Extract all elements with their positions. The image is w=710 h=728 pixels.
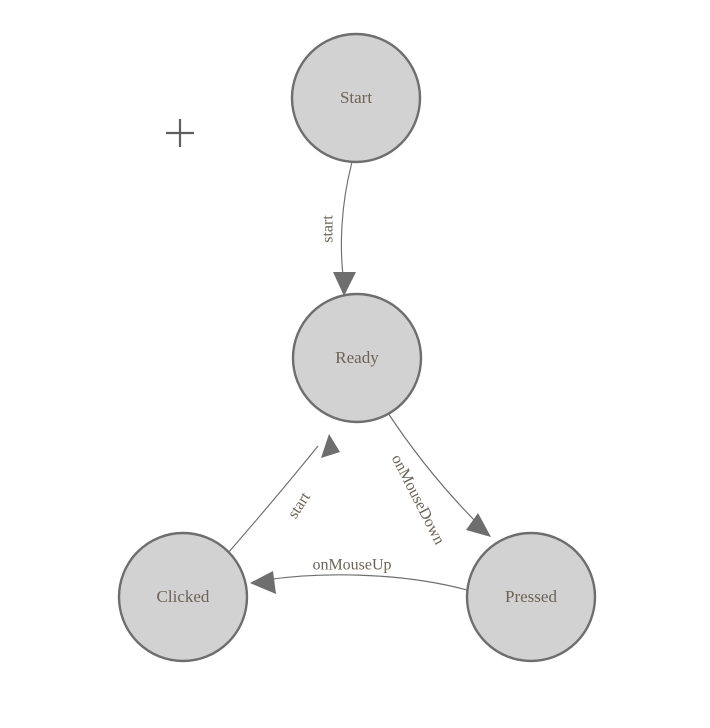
edge-line: [340, 161, 353, 284]
edge-label-clicked-to-ready: start: [285, 489, 315, 522]
arrowhead-icon: [321, 434, 340, 458]
node-circle: [117, 531, 249, 663]
edge-line: [265, 574, 468, 591]
node-clicked[interactable]: Clicked: [117, 531, 249, 663]
node-pressed[interactable]: Pressed: [465, 531, 597, 663]
edge-label-start-to-ready: start: [320, 215, 337, 243]
node-circle: [290, 32, 422, 164]
edge-start-to-ready[interactable]: start: [320, 161, 356, 296]
node-ready[interactable]: Ready: [291, 292, 423, 424]
arrowhead-icon: [333, 272, 356, 296]
edge-line: [387, 412, 482, 528]
arrowhead-icon: [250, 571, 276, 594]
edge-pressed-to-clicked[interactable]: onMouseUp: [250, 557, 468, 594]
node-circle: [465, 531, 597, 663]
edge-label-ready-to-pressed: onMouseDown: [388, 452, 448, 548]
arrowhead-icon: [466, 513, 491, 537]
edge-clicked-to-ready[interactable]: start: [227, 434, 340, 554]
node-circle: [291, 292, 423, 424]
node-start[interactable]: Start: [290, 32, 422, 164]
edge-label-pressed-to-clicked: onMouseUp: [312, 557, 391, 574]
edge-ready-to-pressed[interactable]: onMouseDown: [387, 412, 491, 548]
crosshair-icon[interactable]: [166, 119, 194, 147]
edge-line: [227, 445, 319, 554]
